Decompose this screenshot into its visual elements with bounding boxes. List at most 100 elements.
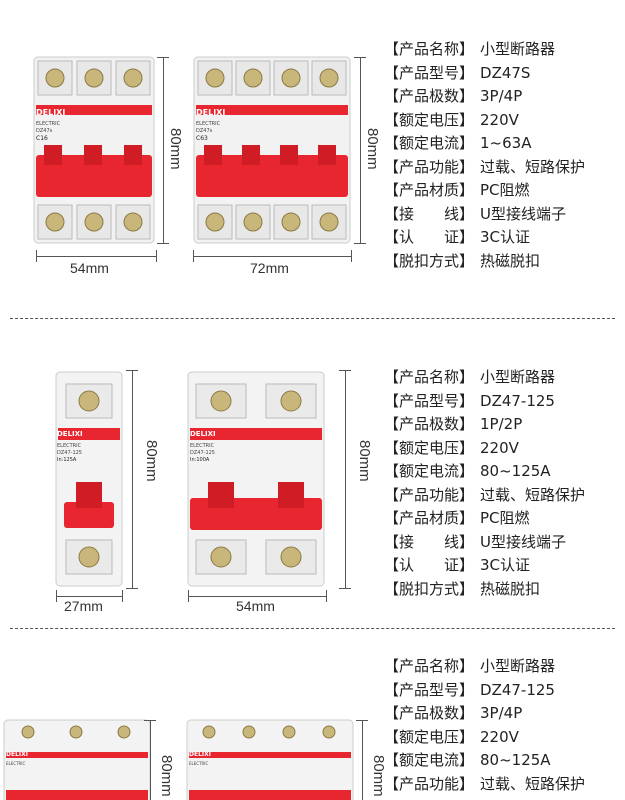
spec-row: 【产品名称】小型断路器 <box>384 38 585 62</box>
dim-tick <box>339 588 351 589</box>
dim-tick <box>326 590 327 602</box>
spec-value: 1P/2P <box>480 415 523 433</box>
spec-list: 【产品名称】小型断路器 【产品型号】DZ47S 【产品极数】3P/4P 【额定电… <box>384 38 585 273</box>
spec-row: 【额定电压】220V <box>384 726 585 750</box>
spec-row: 【产品型号】DZ47S <box>384 62 585 86</box>
spec-row: 【认 证】 3C认证 <box>384 554 585 578</box>
model-label: DZ47s <box>196 128 213 134</box>
brand-subtitle: ELECTRIC <box>189 761 209 766</box>
dim-tick <box>144 720 156 721</box>
spec-key: 【产品名称】 <box>384 40 475 58</box>
width-dim-label: 27mm <box>64 598 103 614</box>
product-section-1: DELIXI ELECTRIC DZ47s C16 80mm 54mm <box>0 0 625 300</box>
model-label: DZ47s <box>36 128 53 134</box>
spec-value: 3C认证 <box>480 556 531 574</box>
spec-key: 【产品极数】 <box>384 415 475 433</box>
spec-row: 【产品极数】3P/4P <box>384 85 585 109</box>
spec-value: U型接线端子 <box>480 532 566 551</box>
height-dim-line <box>362 720 363 800</box>
breaker-3p-image <box>32 55 156 245</box>
spec-value: U型接线端子 <box>480 204 566 223</box>
height-dim-label: 80mm <box>364 128 381 170</box>
spec-value: PC阻燃 <box>480 509 530 527</box>
spec-row: 【额定电流】 80~125A <box>384 460 585 484</box>
spec-key: 【接 线】 <box>384 204 475 223</box>
spec-row: 【额定电流】80~125A <box>384 749 585 773</box>
dim-tick <box>188 590 189 602</box>
spec-key: 【额定电压】 <box>384 727 475 746</box>
section-divider <box>10 318 615 319</box>
spec-value: 小型断路器 <box>480 368 556 386</box>
spec-key: 【认 证】 <box>384 556 475 574</box>
dim-tick <box>156 250 157 262</box>
dim-tick <box>36 250 37 262</box>
product-section-3: DELIXI ELECTRIC 80mm DELIXI ELECTRIC 80m… <box>0 640 625 800</box>
model-label: DZ47-125 <box>57 450 82 456</box>
height-dim-label: 80mm <box>356 440 373 482</box>
brand-logo: DELIXI <box>57 430 83 438</box>
breaker-3p-image <box>2 718 152 800</box>
spec-row: 【产品名称】小型断路器 <box>384 366 585 390</box>
spec-key: 【产品极数】 <box>384 87 475 105</box>
brand-logo: DELIXI <box>36 108 66 117</box>
spec-key: 【产品名称】 <box>384 657 475 675</box>
spec-key: 【产品型号】 <box>384 63 475 82</box>
rating-label: C16 <box>36 135 48 142</box>
spec-key: 【产品功能】 <box>384 774 475 793</box>
spec-key: 【额定电压】 <box>384 438 475 457</box>
spec-value: 3P/4P <box>480 704 523 722</box>
width-dim-label: 54mm <box>236 598 275 614</box>
width-dim-label: 72mm <box>250 260 289 276</box>
spec-key: 【额定电流】 <box>384 134 475 152</box>
spec-row: 【产品功能】过载、短路保护 <box>384 156 585 180</box>
spec-value: 过载、短路保护 <box>480 157 586 176</box>
spec-value: 80~125A <box>480 462 551 480</box>
spec-value: 小型断路器 <box>480 657 556 675</box>
brand-subtitle: ELECTRIC <box>57 443 82 449</box>
spec-row: 【接 线】U型接线端子 <box>384 531 585 555</box>
spec-value: 3C认证 <box>480 228 531 246</box>
spec-value: 热磁脱扣 <box>480 251 541 270</box>
spec-value: 过载、短路保护 <box>480 774 586 793</box>
height-dim-line <box>150 720 151 800</box>
brand-subtitle: ELECTRIC <box>190 443 215 449</box>
spec-key: 【额定电流】 <box>384 751 475 769</box>
spec-key: 【产品极数】 <box>384 704 475 722</box>
width-dim-line <box>193 256 351 257</box>
dim-tick <box>339 370 351 371</box>
dim-tick <box>157 243 169 244</box>
spec-key: 【额定电压】 <box>384 110 475 129</box>
spec-key: 【脱扣方式】 <box>384 251 475 270</box>
rating-label: In:100A <box>190 457 210 463</box>
spec-row: 【产品名称】小型断路器 <box>384 655 585 679</box>
spec-value: 220V <box>480 438 519 457</box>
spec-key: 【产品材质】 <box>384 509 475 527</box>
dim-tick <box>356 720 368 721</box>
width-dim-line <box>188 596 326 597</box>
spec-value: PC阻燃 <box>480 181 530 199</box>
spec-row: 【产品功能】过载、短路保护 <box>384 773 585 797</box>
spec-key: 【产品型号】 <box>384 391 475 410</box>
breaker-4p-image <box>185 718 355 800</box>
spec-value: 小型断路器 <box>480 40 556 58</box>
spec-key: 【产品材质】 <box>384 181 475 199</box>
spec-row: 【产品材质】 PC阻燃 <box>384 179 585 203</box>
spec-key: 【认 证】 <box>384 228 475 246</box>
height-dim-label: 80mm <box>143 440 160 482</box>
spec-key: 【脱扣方式】 <box>384 579 475 598</box>
spec-value: 过载、短路保护 <box>480 485 586 504</box>
spec-row: 【额定电流】1~63A <box>384 132 585 156</box>
spec-key: 【额定电流】 <box>384 462 475 480</box>
brand-logo: DELIXI <box>6 751 28 758</box>
brand-subtitle: ELECTRIC <box>36 121 61 127</box>
product-section-2: DELIXI ELECTRIC DZ47-125 In:125A 80mm 27… <box>0 330 625 630</box>
spec-row: 【额定电压】220V <box>384 109 585 133</box>
section-divider <box>10 628 615 629</box>
spec-row: 【脱扣方式】热磁脱扣 <box>384 578 585 602</box>
width-dim-label: 54mm <box>70 260 109 276</box>
breaker-1p-image <box>54 370 124 588</box>
dim-tick <box>354 243 366 244</box>
spec-row: 【认 证】 3C认证 <box>384 226 585 250</box>
brand-subtitle: ELECTRIC <box>196 121 221 127</box>
breaker-4p-image <box>192 55 352 245</box>
